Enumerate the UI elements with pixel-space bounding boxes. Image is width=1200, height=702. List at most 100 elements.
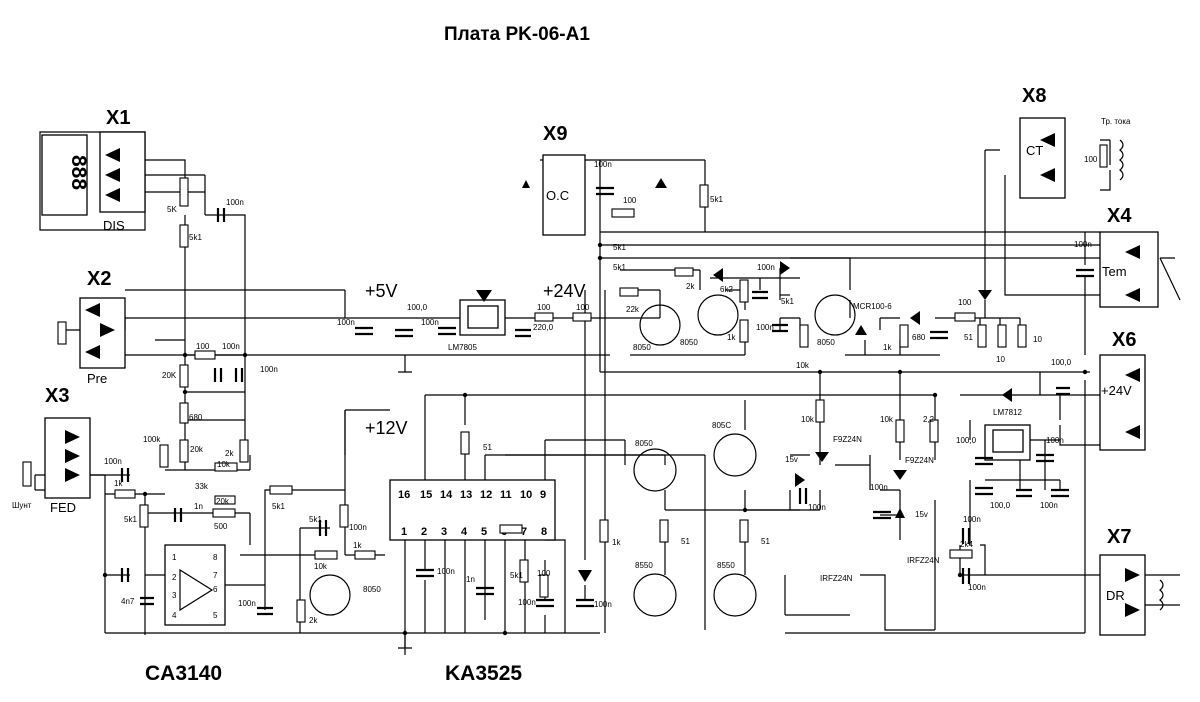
grounds xyxy=(398,355,412,649)
svg-text:10k: 10k xyxy=(217,460,231,469)
svg-text:2k: 2k xyxy=(309,616,318,625)
svg-text:1k: 1k xyxy=(727,333,736,342)
x7-id: X7 xyxy=(1107,526,1131,548)
x6-name: +24V xyxy=(1101,383,1132,398)
svg-text:100n: 100n xyxy=(757,263,775,272)
connector-x8: CT X8 Тр. тока 100 xyxy=(1019,85,1131,199)
svg-text:100n: 100n xyxy=(1046,436,1064,445)
x1-name: DIS xyxy=(103,218,125,233)
svg-text:680: 680 xyxy=(912,333,926,342)
svg-text:100n: 100n xyxy=(808,503,826,512)
connector-x3: X3 FED Шунт xyxy=(12,385,91,515)
svg-text:12: 12 xyxy=(480,489,492,501)
svg-text:10k: 10k xyxy=(801,415,815,424)
pin-arrow-icon xyxy=(85,345,100,359)
zener-icon xyxy=(895,508,905,518)
pin-arrow-icon xyxy=(1125,603,1140,617)
pin-arrow-icon xyxy=(1125,245,1140,259)
svg-text:2: 2 xyxy=(421,526,427,538)
svg-text:100,0: 100,0 xyxy=(956,436,977,445)
reg-lm7805: LM7805 xyxy=(448,290,506,352)
svg-text:100n: 100n xyxy=(226,198,244,207)
transistor-icon xyxy=(713,573,757,617)
svg-text:51: 51 xyxy=(681,537,690,546)
shunt-resistor-icon xyxy=(22,461,32,487)
opamp-icon xyxy=(179,568,214,612)
pin-arrow-icon xyxy=(1125,368,1140,382)
svg-text:8050: 8050 xyxy=(817,338,835,347)
ka3525-pins-top: 16 15 14 13 12 11 10 9 xyxy=(398,489,546,501)
svg-text:100: 100 xyxy=(196,342,210,351)
diode-icon xyxy=(476,290,492,302)
transformer-icon xyxy=(1159,579,1164,611)
svg-text:1n: 1n xyxy=(466,575,475,584)
svg-text:22k: 22k xyxy=(626,305,640,314)
svg-text:100n: 100n xyxy=(870,483,888,492)
svg-text:20k: 20k xyxy=(216,497,230,506)
svg-text:100n: 100n xyxy=(518,598,536,607)
svg-text:3: 3 xyxy=(441,526,447,538)
svg-text:51: 51 xyxy=(761,537,770,546)
ic-ca3140: 1 2 3 4 8 7 6 5 CA3140 xyxy=(145,544,226,685)
svg-text:15: 15 xyxy=(420,489,432,501)
svg-text:14: 14 xyxy=(440,489,453,501)
svg-text:10: 10 xyxy=(996,355,1005,364)
x4-id: X4 xyxy=(1107,205,1132,227)
thyristor-icon xyxy=(855,325,867,335)
transistor-icon xyxy=(633,573,677,617)
connector-x7: DR X7 xyxy=(1099,526,1164,636)
rail-24v: +24V xyxy=(543,281,586,301)
svg-text:2k: 2k xyxy=(686,282,695,291)
potentiometer-icon xyxy=(57,321,67,345)
svg-text:8: 8 xyxy=(541,526,547,538)
svg-text:8: 8 xyxy=(213,553,218,562)
x8-name: CT xyxy=(1026,143,1043,158)
connector-x9: O.C X9 xyxy=(522,123,667,236)
x3-id: X3 xyxy=(45,385,69,407)
ground-icon xyxy=(398,355,412,373)
svg-text:F9Z24N: F9Z24N xyxy=(905,456,934,465)
svg-text:LM7805: LM7805 xyxy=(448,343,477,352)
rail-5v: +5V xyxy=(365,281,398,301)
diode-icon xyxy=(815,452,829,462)
junctions xyxy=(102,242,1088,636)
svg-text:5k1: 5k1 xyxy=(613,263,626,272)
diode-icon xyxy=(578,570,592,582)
transistor-icon xyxy=(639,304,681,346)
svg-text:1k: 1k xyxy=(353,541,362,550)
svg-text:8050: 8050 xyxy=(363,585,381,594)
svg-text:100,0: 100,0 xyxy=(407,303,428,312)
svg-text:4n7: 4n7 xyxy=(121,597,135,606)
svg-text:5: 5 xyxy=(481,526,487,538)
svg-text:8550: 8550 xyxy=(717,561,735,570)
ic-ka3525: 16 15 14 13 12 11 10 9 1 2 3 4 5 6 7 8 K… xyxy=(389,479,556,685)
pin-arrow-icon xyxy=(100,323,115,337)
svg-text:100,0: 100,0 xyxy=(990,501,1011,510)
svg-text:100,0: 100,0 xyxy=(1051,358,1072,367)
svg-text:5k1: 5k1 xyxy=(189,233,202,242)
svg-text:100n: 100n xyxy=(337,318,355,327)
svg-text:100n: 100n xyxy=(1040,501,1058,510)
svg-text:100: 100 xyxy=(537,569,551,578)
svg-text:6k2: 6k2 xyxy=(720,285,733,294)
diode-icon xyxy=(910,311,920,325)
svg-text:1: 1 xyxy=(401,526,407,538)
x3-shunt-label: Шунт xyxy=(12,501,32,510)
svg-text:33k: 33k xyxy=(195,482,209,491)
led-icon xyxy=(522,180,530,188)
connector-x4: Tem X4 xyxy=(1099,205,1159,308)
svg-text:805C: 805C xyxy=(712,421,731,430)
svg-text:IRFZ24N: IRFZ24N xyxy=(820,574,853,583)
svg-text:10: 10 xyxy=(520,489,532,501)
reg-lm7812: LM7812 xyxy=(984,388,1031,461)
diode-icon xyxy=(893,470,907,480)
svg-text:15v: 15v xyxy=(915,510,928,519)
connector-x2: X2 Pre xyxy=(57,268,126,386)
svg-text:100n: 100n xyxy=(594,160,612,169)
svg-text:8050: 8050 xyxy=(680,338,698,347)
diode-icon xyxy=(713,268,723,282)
pin-arrow-icon xyxy=(85,303,100,317)
svg-text:51: 51 xyxy=(483,443,492,452)
svg-text:8550: 8550 xyxy=(635,561,653,570)
